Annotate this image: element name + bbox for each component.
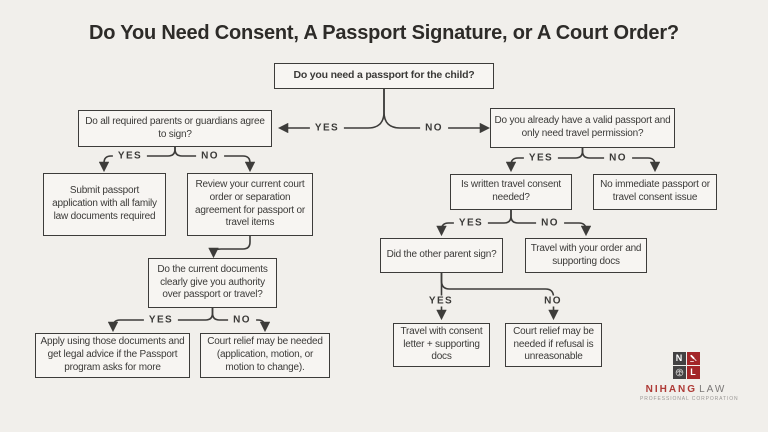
brand-name-primary: NIHANG <box>645 384 698 395</box>
node-no-immediate-issue: No immediate passport or travel consent … <box>593 174 717 210</box>
node-submit-application: Submit passport application with all fam… <box>43 173 166 236</box>
edge-label-consent-yes: YES <box>453 217 489 229</box>
edge-label-parent-no: NO <box>539 295 567 307</box>
edge-label-valid-no: NO <box>604 152 632 164</box>
edge-label-root-yes: YES <box>309 122 345 134</box>
node-all-agree-question: Do all required parents or guardians agr… <box>78 110 272 147</box>
node-review-order: Review your current court order or separ… <box>187 173 313 236</box>
brand-name-secondary: LAW <box>699 384 727 395</box>
node-court-relief-motion: Court relief may be needed (application,… <box>200 333 330 378</box>
logo-tile-n: N <box>672 352 686 365</box>
logo-tile-grid: N <box>672 352 700 379</box>
edge-label-agree-yes: YES <box>112 150 148 162</box>
node-valid-passport-question: Do you already have a valid passport and… <box>490 108 675 148</box>
node-court-relief-refusal: Court relief may be needed if refusal is… <box>505 323 602 367</box>
logo-tile-l: L <box>686 366 700 379</box>
node-travel-consent-letter: Travel with consent letter + supporting … <box>393 323 490 367</box>
edge-label-valid-yes: YES <box>523 152 559 164</box>
logo-letter-n: N <box>675 353 683 363</box>
node-other-parent-sign-question: Did the other parent sign? <box>380 238 503 273</box>
node-written-consent-question: Is written travel consent needed? <box>450 174 572 210</box>
nihang-law-logo: N <box>640 352 739 402</box>
gavel-icon <box>686 352 700 365</box>
edge-label-parent-yes: YES <box>423 295 459 307</box>
node-travel-with-order: Travel with your order and supporting do… <box>525 238 647 273</box>
connector-parent-no <box>440 273 559 321</box>
brand-subtitle: PROFESSIONAL CORPORATION <box>640 396 739 402</box>
connector-root-no <box>383 89 491 134</box>
logo-letter-l: L <box>690 367 696 377</box>
connector-review-docs <box>208 236 251 259</box>
node-apply-with-documents: Apply using those documents and get lega… <box>35 333 190 378</box>
node-documents-authority-question: Do the current documents clearly give yo… <box>148 258 277 308</box>
edge-label-docs-yes: YES <box>143 314 179 326</box>
edge-label-docs-no: NO <box>228 314 256 326</box>
page-title: Do You Need Consent, A Passport Signatur… <box>89 22 679 44</box>
edge-label-agree-no: NO <box>196 150 224 162</box>
edge-label-consent-no: NO <box>536 217 564 229</box>
edge-label-root-no: NO <box>420 122 448 134</box>
node-root-question: Do you need a passport for the child? <box>274 63 494 89</box>
scales-icon <box>672 366 686 379</box>
